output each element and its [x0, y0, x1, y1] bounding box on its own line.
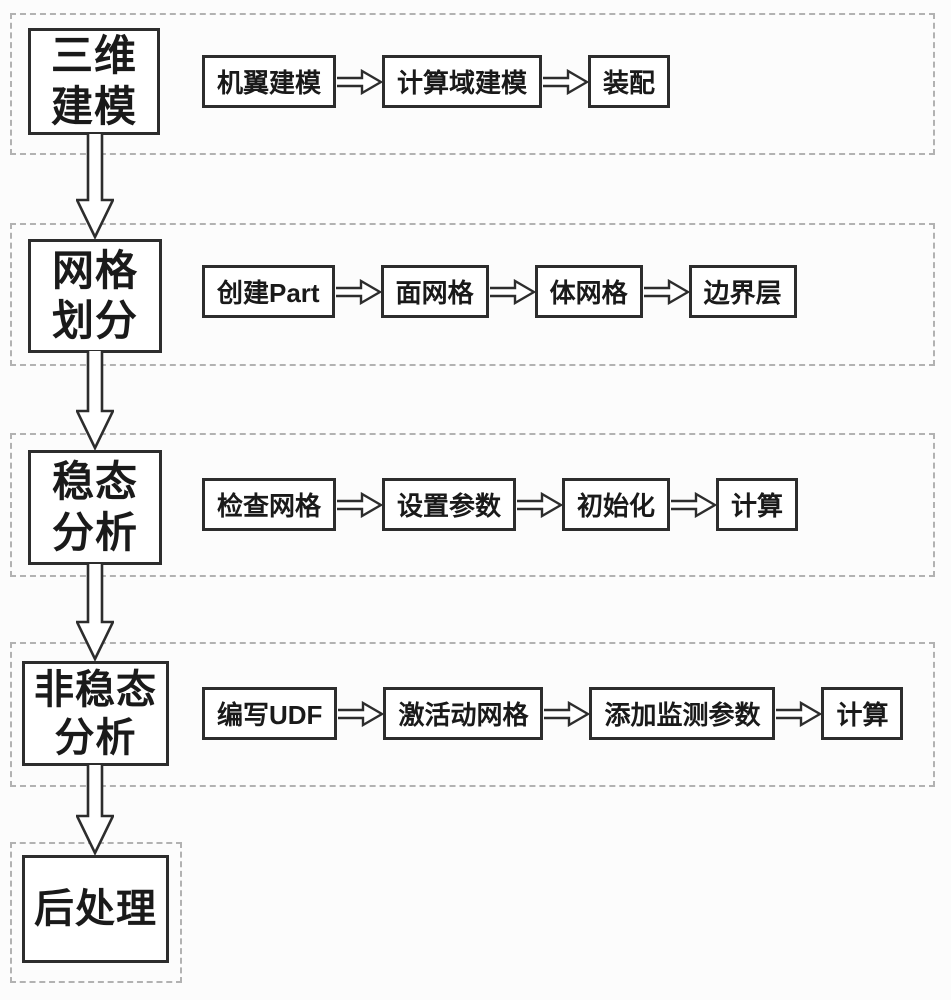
- section-meshing: [10, 223, 935, 366]
- step-box: 装配: [588, 55, 671, 108]
- flow-arrow-right-icon: [544, 700, 590, 727]
- stage-label-line: 后处理: [34, 887, 157, 931]
- step-box: 激活动网格: [383, 687, 544, 740]
- step-box: 计算: [716, 478, 799, 531]
- stage-label-line: 划分: [51, 297, 138, 344]
- flow-arrow-right-icon: [337, 491, 383, 518]
- stage-label-line: 三维: [50, 32, 137, 80]
- flow-arrow-right-icon: [776, 700, 822, 727]
- flow-arrow-right-icon: [489, 278, 535, 305]
- step-box: 机翼建模: [202, 55, 337, 108]
- flow-arrow-down-icon: [76, 564, 114, 661]
- step-box: 设置参数: [382, 478, 517, 531]
- stage-label-line: 稳态: [51, 458, 138, 506]
- stage-label-line: 网格: [51, 246, 138, 294]
- flow-arrow-down-icon: [76, 134, 114, 239]
- flow-arrow-down-icon: [76, 765, 114, 855]
- step-box: 计算: [821, 687, 904, 740]
- section-unsteady-analysis: [10, 642, 935, 787]
- step-box: 编写UDF: [202, 687, 338, 740]
- step-box: 检查网格: [202, 478, 337, 531]
- section-3d-modeling: [10, 13, 935, 155]
- flow-arrow-right-icon: [517, 491, 563, 518]
- stage-label-line: 分析: [51, 508, 138, 556]
- flow-arrow-right-icon: [335, 278, 381, 305]
- steps-row-meshing: 创建Part 面网格 体网格 边界层: [202, 265, 797, 318]
- stage-label-line: 非稳态: [34, 667, 157, 712]
- step-box: 边界层: [688, 265, 797, 318]
- step-box: 面网格: [380, 265, 489, 318]
- stage-box-steady-analysis: 稳态 分析: [28, 450, 162, 565]
- steps-row-3d-modeling: 机翼建模 计算域建模 装配: [202, 55, 671, 108]
- step-box: 计算域建模: [382, 55, 543, 108]
- steps-row-steady-analysis: 检查网格 设置参数 初始化 计算: [202, 478, 799, 531]
- flow-arrow-right-icon: [337, 68, 383, 95]
- flow-arrow-right-icon: [338, 700, 384, 727]
- flow-arrow-right-icon: [643, 278, 689, 305]
- step-box: 体网格: [534, 265, 643, 318]
- step-box: 添加监测参数: [589, 687, 776, 740]
- section-steady-analysis: [10, 433, 935, 577]
- flow-arrow-down-icon: [76, 351, 114, 450]
- steps-row-unsteady-analysis: 编写UDF 激活动网格 添加监测参数 计算: [202, 687, 904, 740]
- flow-arrow-right-icon: [671, 491, 717, 518]
- flow-arrow-right-icon: [543, 68, 589, 95]
- step-box: 创建Part: [202, 265, 335, 318]
- stage-box-meshing: 网格 划分: [28, 239, 162, 353]
- stage-box-3d-modeling: 三维 建模: [28, 28, 160, 135]
- stage-label-line: 建模: [50, 82, 137, 130]
- step-box: 初始化: [562, 478, 671, 531]
- stage-box-unsteady-analysis: 非稳态 分析: [22, 661, 169, 766]
- stage-label-line: 分析: [54, 715, 137, 760]
- stage-box-post-processing: 后处理: [22, 855, 169, 963]
